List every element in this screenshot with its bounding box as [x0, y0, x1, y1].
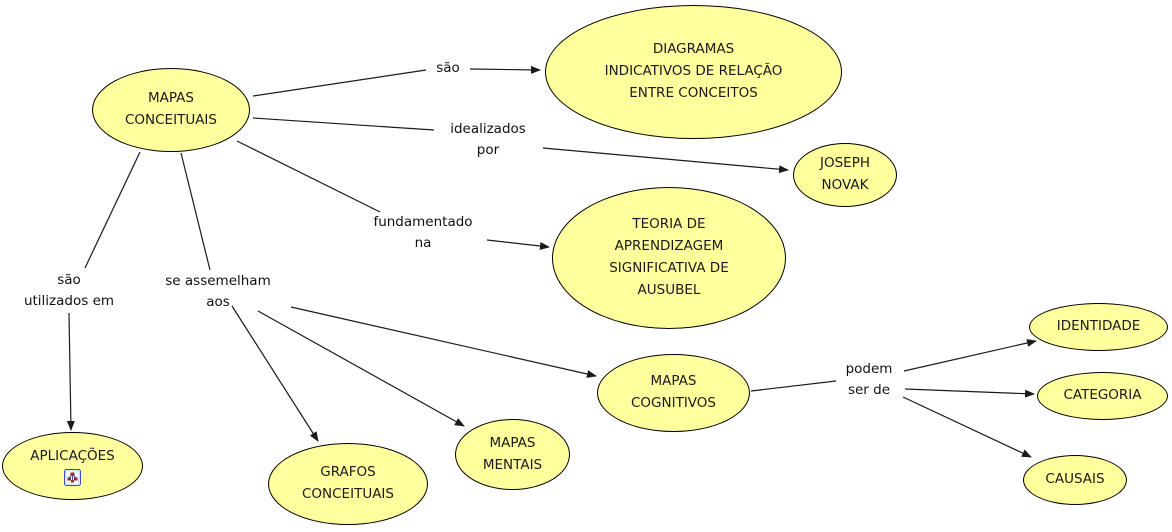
edge-arrow [486, 239, 550, 250]
edge-arrow [66, 312, 75, 431]
concept-label: MAPAS COGNITIVOS [630, 373, 716, 411]
concept-mapas-conceituais[interactable]: MAPAS CONCEITUAIS [92, 68, 250, 152]
concept-mapas-cognitivos[interactable]: MAPAS COGNITIVOS [597, 354, 750, 432]
concept-label: JOSEPH NOVAK [820, 155, 870, 193]
concept-label: TEORIA DE APRENDIZAGEM SIGNIFICATIVA DE … [609, 216, 729, 298]
concept-joseph-novak[interactable]: JOSEPH NOVAK [793, 143, 897, 207]
edge-arrow [542, 147, 789, 174]
edge-arrow [903, 339, 1037, 372]
cmap-resource-icon[interactable] [64, 468, 81, 486]
linking-phrase-podem-ser-de[interactable]: podem ser de [845, 361, 893, 399]
edge-arrow [231, 305, 319, 442]
edge-arrow [469, 65, 541, 74]
edge-line [236, 140, 381, 213]
edge-arrow [257, 310, 465, 427]
concept-diagramas-indicativos[interactable]: DIAGRAMAS INDICATIVOS DE RELAÇÃO ENTRE C… [545, 5, 842, 139]
linking-phrase-sao[interactable]: são [436, 60, 460, 76]
concept-grafos-conceituais[interactable]: GRAFOS CONCEITUAIS [268, 443, 428, 525]
edge-arrow [902, 396, 1032, 458]
concept-causais[interactable]: CAUSAIS [1023, 455, 1127, 505]
edge-line [180, 152, 211, 271]
concept-label: CAUSAIS [1045, 471, 1105, 488]
edge-line [252, 117, 435, 131]
concept-mapas-mentais[interactable]: MAPAS MENTAIS [455, 419, 570, 490]
linking-phrase-idealizados-por[interactable]: idealizados por [450, 121, 526, 159]
edge-line [84, 151, 141, 269]
edge-arrow [904, 388, 1035, 398]
concept-categoria[interactable]: CATEGORIA [1037, 372, 1168, 420]
concept-identidade[interactable]: IDENTIDADE [1029, 303, 1168, 351]
concept-label: IDENTIDADE [1056, 318, 1141, 335]
concept-label: DIAGRAMAS INDICATIVOS DE RELAÇÃO ENTRE C… [604, 41, 783, 101]
concept-label: GRAFOS CONCEITUAIS [301, 464, 394, 502]
concept-label: MAPAS MENTAIS [482, 434, 543, 473]
concept-aplicacoes[interactable]: APLICAÇÕES [2, 432, 143, 500]
linking-phrase-sao-utilizados-em[interactable]: são utilizados em [23, 272, 115, 310]
edge-line [252, 69, 427, 97]
concept-label: CATEGORIA [1063, 387, 1142, 404]
linking-phrase-fundamentado-na[interactable]: fundamentado na [373, 214, 473, 252]
edge-line [750, 380, 837, 392]
concept-label: APLICAÇÕES [30, 448, 115, 465]
edge-arrow [290, 306, 597, 378]
concept-teoria-ausubel[interactable]: TEORIA DE APRENDIZAGEM SIGNIFICATIVA DE … [552, 187, 786, 329]
linking-phrase-se-assemelham-aos[interactable]: se assemelham aos [165, 273, 271, 311]
concept-label: MAPAS CONCEITUAIS [124, 90, 217, 128]
